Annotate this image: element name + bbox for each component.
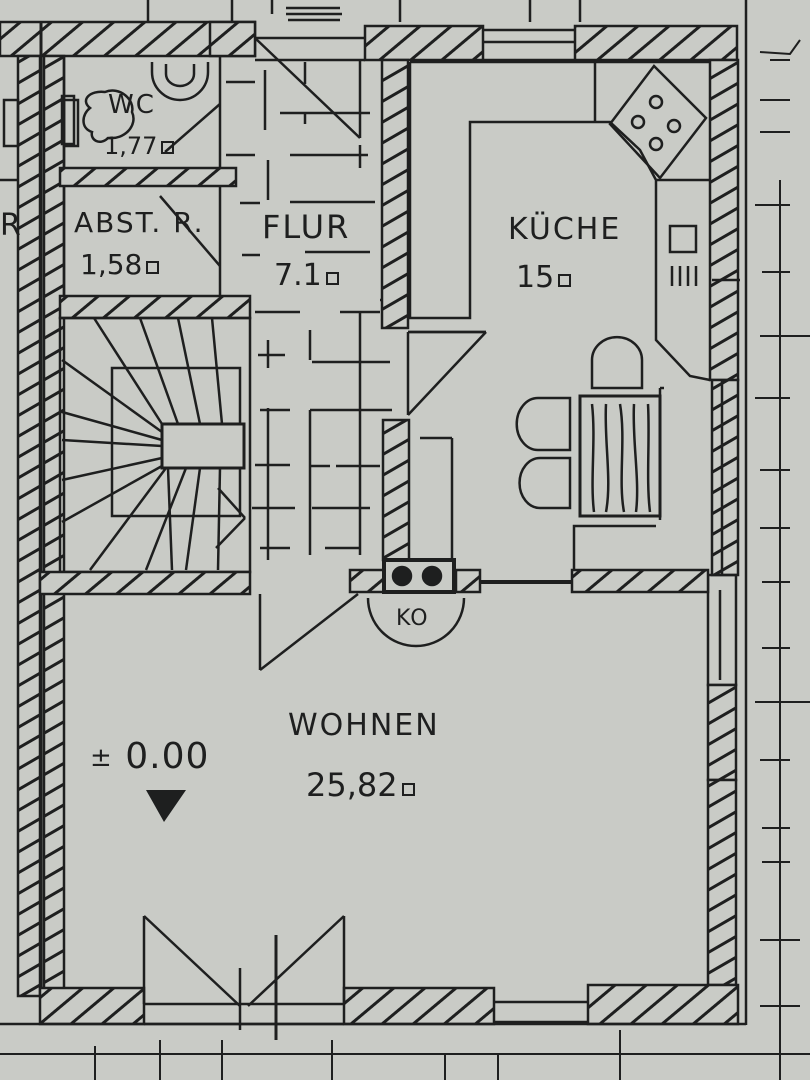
sink-icon	[668, 224, 698, 254]
flur-door	[258, 593, 359, 671]
plus-minus-symbol: ±	[90, 743, 113, 773]
toilet-icon	[82, 89, 135, 143]
wall-right	[706, 0, 748, 1025]
room-name-kueche: KÜCHE	[508, 212, 622, 247]
chair-icon	[590, 335, 644, 390]
room-area-abstellraum: 1,58	[80, 248, 160, 281]
room-name-neighbor: R	[0, 208, 23, 243]
room-area-value: 15	[516, 260, 555, 295]
level-annotation: ± 0.00	[90, 736, 209, 777]
level-value: 0.00	[125, 736, 210, 777]
dimension-lines	[0, 39, 810, 1080]
stove-icon	[608, 64, 708, 180]
level-marker-icon	[146, 790, 186, 822]
wall-bottom	[0, 983, 746, 1026]
room-name-wc: WC	[108, 90, 156, 120]
chair-icon	[518, 456, 572, 510]
chimney	[348, 558, 482, 648]
room-area-kueche: 15	[516, 260, 572, 295]
room-area-wc: 1,77	[104, 132, 175, 160]
square-meter-icon	[325, 272, 339, 285]
room-area-flur: 7.1	[274, 258, 339, 293]
kitchen	[408, 60, 740, 594]
chimney-label: KO	[396, 606, 429, 631]
room-name-wohnen: WOHNEN	[288, 708, 440, 743]
room-name-flur: FLUR	[262, 208, 351, 246]
square-meter-icon	[401, 783, 415, 796]
room-area-value: 25,82	[306, 766, 398, 804]
wall-left-party	[16, 22, 66, 1000]
square-meter-icon	[146, 261, 160, 274]
room-name-abstellraum: ABST. R.	[74, 206, 205, 239]
chair-icon	[515, 396, 572, 452]
terrace-door	[142, 915, 346, 1040]
room-area-wohnen: 25,82	[306, 766, 415, 804]
washbasin-icon	[150, 62, 210, 102]
wall-flur-kueche	[380, 58, 487, 562]
room-area-value: 7.1	[274, 258, 322, 293]
square-meter-icon	[558, 274, 572, 287]
square-meter-icon	[161, 141, 175, 154]
wc-room	[58, 20, 257, 320]
flur-area	[226, 37, 400, 560]
staircase	[38, 316, 252, 596]
cleanout-arc	[366, 597, 466, 648]
room-area-value: 1,77	[104, 132, 158, 160]
room-area-value: 1,58	[80, 248, 143, 281]
